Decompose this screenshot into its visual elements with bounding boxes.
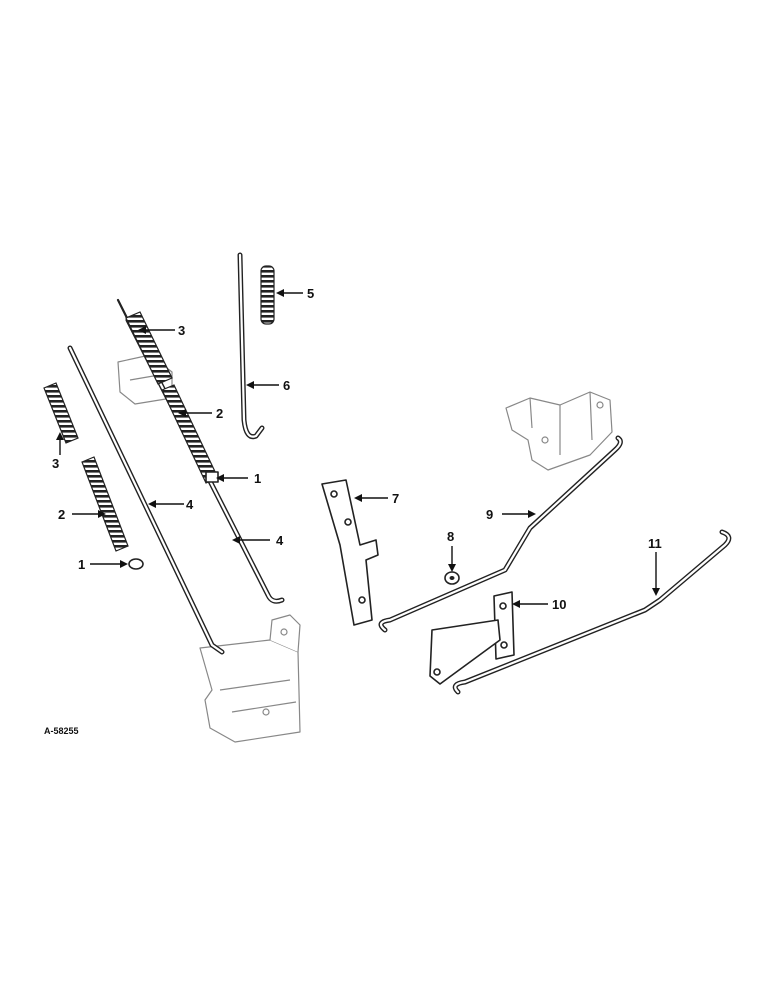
callout-1-middle: 1 <box>254 471 261 486</box>
mounted-collar-1 <box>205 471 219 483</box>
callout-4-right-rod: 4 <box>276 533 284 548</box>
left-mounting-bracket <box>199 614 301 743</box>
spring-5 <box>260 265 275 325</box>
callout-3-left: 3 <box>52 456 59 471</box>
callout-8: 8 <box>447 529 454 544</box>
bent-rod-9 <box>378 435 623 633</box>
callout-10: 10 <box>552 597 566 612</box>
bent-rod-11 <box>452 529 732 695</box>
mounted-spring-3 <box>125 311 173 385</box>
callout-6: 6 <box>283 378 290 393</box>
callout-7: 7 <box>392 491 399 506</box>
loose-spring-2 <box>81 456 129 552</box>
callout-2-middle: 2 <box>216 406 223 421</box>
drawing-code: A-58255 <box>44 726 79 736</box>
callout-11: 11 <box>648 536 662 551</box>
right-mounting-bracket <box>505 391 613 471</box>
callout-9: 9 <box>486 507 493 522</box>
callout-2-left: 2 <box>58 507 65 522</box>
spring-rod-middle <box>116 298 285 604</box>
callout-4-left-rod: 4 <box>186 497 194 512</box>
mounted-spring-2 <box>161 384 219 484</box>
callout-1-left: 1 <box>78 557 85 572</box>
long-rod-left <box>67 345 225 655</box>
j-rod-6 <box>237 252 265 440</box>
callout-5: 5 <box>307 286 314 301</box>
loose-spring-3 <box>43 382 79 444</box>
bracket-10 <box>429 591 515 685</box>
nut-8 <box>444 571 460 585</box>
loose-collar-1 <box>128 558 144 570</box>
callout-3-middle: 3 <box>178 323 185 338</box>
bracket-plate-7 <box>321 479 379 626</box>
